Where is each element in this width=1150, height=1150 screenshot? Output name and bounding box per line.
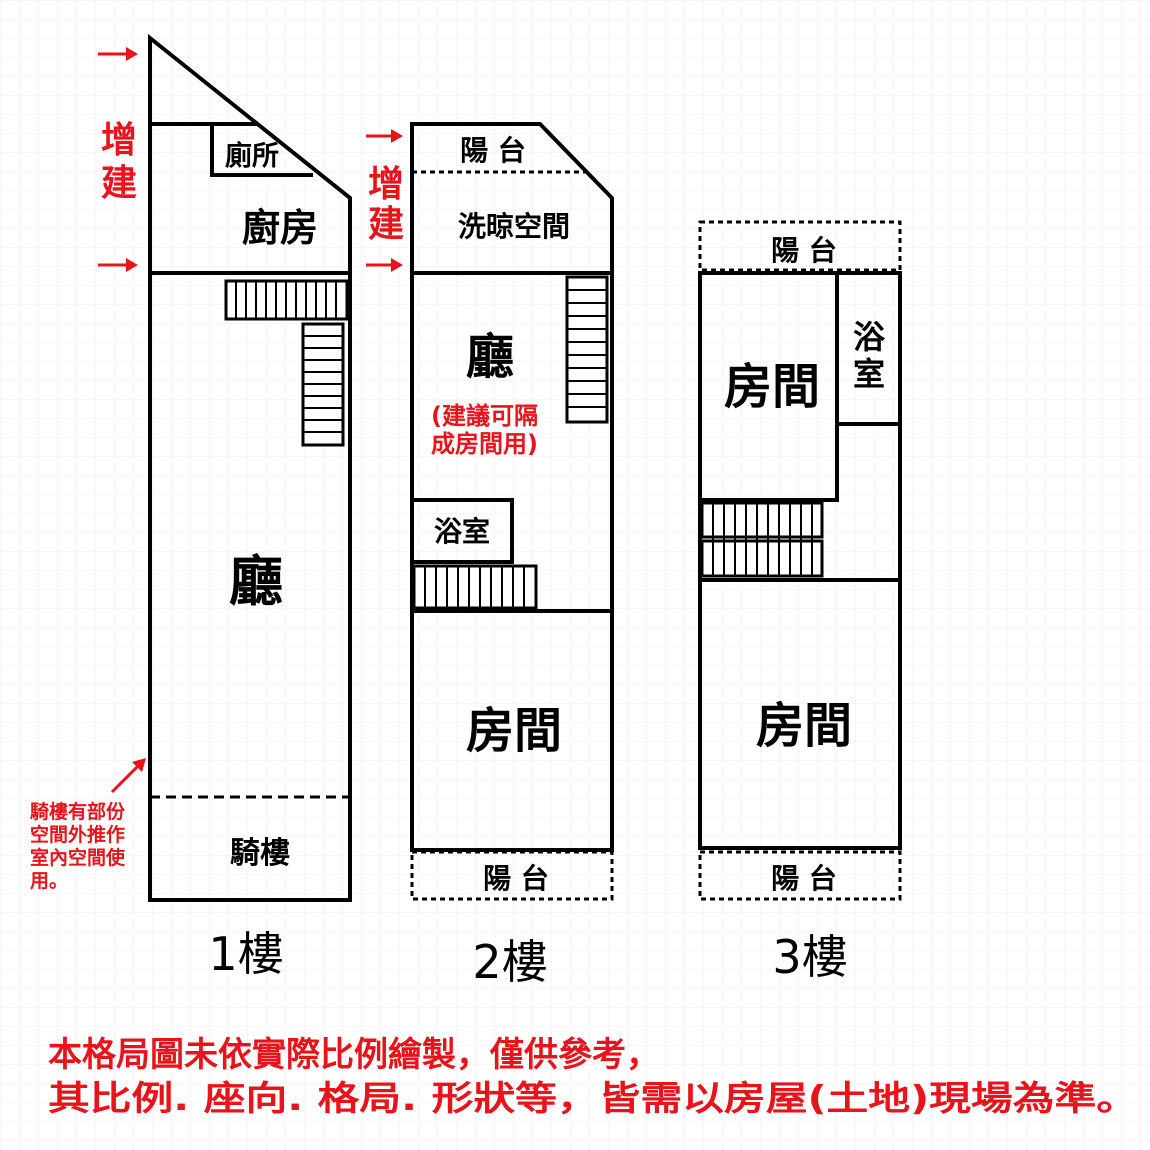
floor2-room-label: 房間 (466, 703, 562, 759)
disclaimer-line1: 本格局圖未依實際比例繪製，僅供參考， (48, 1035, 660, 1075)
floor2-laundry-label: 洗晾空間 (458, 210, 570, 243)
floor1-extension-arrow-bottom (98, 258, 138, 272)
floor3-bath-label-char1: 浴 (853, 318, 886, 356)
floor1-toilet-box (210, 124, 313, 177)
floor3-balcony-bottom-label: 陽 台 (771, 862, 837, 895)
floor1-kitchen-label: 廚房 (242, 206, 318, 250)
floor2-balcony-bottom (410, 850, 614, 901)
floor1-extension-arrow-top (98, 47, 138, 61)
floor3-label: 3樓 (772, 930, 847, 984)
floor2-balcony-bottom-label: 陽 台 (483, 862, 549, 895)
floor3-balcony-bottom (698, 850, 902, 901)
floor2-bath-box (410, 498, 514, 564)
floor1-plan: 廁所 廚房 廳 騎樓 增 建 騎樓有部份 空間外推作 室內空間使 用。 1樓 (30, 33, 352, 981)
floor1-note-line3: 室內空間使 (30, 846, 126, 869)
floor1-note-line2: 空間外推作 (30, 823, 125, 846)
floor2-hall-label: 廳 (466, 329, 514, 385)
floor3-balcony-top-label: 陽 台 (771, 234, 837, 267)
floor3-room-top-label: 房間 (724, 359, 820, 415)
floor1-extension-char2: 建 (101, 163, 137, 204)
floor2-hall-note-line1: (建議可隔 (431, 402, 538, 430)
floor2-extension-arrow-top (366, 129, 403, 143)
floor3-bath-label-char2: 室 (853, 355, 885, 393)
floor3-room-bottom-label: 房間 (756, 698, 852, 754)
floor1-arcade-label: 騎樓 (230, 836, 290, 871)
floor2-plan: 陽 台 洗晾空間 廳 (建議可隔 成房間用) 浴室 房間 陽 台 增 建 2樓 (366, 122, 614, 989)
floor1-note-line4: 用。 (30, 870, 68, 892)
floor1-stairs (224, 279, 349, 447)
floor2-extension-char2: 建 (368, 204, 404, 245)
floor3-stairs (700, 501, 824, 578)
floor1-note-line1: 騎樓有部份 (30, 800, 126, 823)
floor1-extension-char1: 增 (101, 120, 137, 161)
floor2-bath-label: 浴室 (434, 515, 490, 548)
floor2-outline (410, 122, 614, 852)
floor1-arcade-note: 騎樓有部份 空間外推作 室內空間使 用。 (30, 800, 126, 892)
disclaimer-line2: 其比例. 座向. 格局. 形狀等，皆需以房屋(土地)現場為準。 (48, 1079, 1138, 1119)
floor2-extension-char1: 增 (368, 164, 404, 205)
floor3-plan: 陽 台 房間 浴 室 房間 陽 台 3樓 (698, 220, 902, 984)
floor3-outline (698, 271, 902, 850)
floor1-arcade-arrow (110, 758, 146, 794)
floor3-room-top-wall (700, 273, 839, 502)
floor2-stairs (412, 275, 609, 610)
floor1-hall-label: 廳 (229, 550, 283, 613)
floor2-balcony-top-label: 陽 台 (460, 134, 526, 167)
floor1-outline (148, 33, 352, 902)
floor1-toilet-label: 廁所 (225, 140, 279, 172)
floor2-extension-arrow-bottom (366, 258, 403, 272)
floor2-hall-note-line2: 成房間用) (431, 430, 538, 458)
floor3-balcony-top (698, 220, 902, 272)
floor1-label: 1樓 (208, 927, 283, 981)
floor2-label: 2樓 (472, 935, 547, 989)
